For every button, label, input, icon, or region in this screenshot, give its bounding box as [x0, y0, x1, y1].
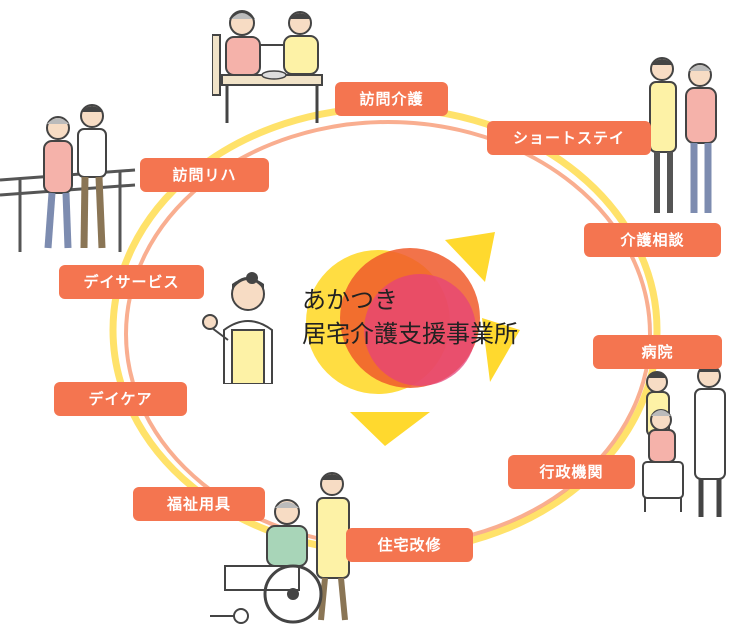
office-name-line1: あかつき [302, 286, 398, 314]
logo-circle-pink [364, 274, 476, 386]
service-label: 訪問介護 [359, 90, 424, 108]
service-pill-day-service: デイサービス [59, 265, 204, 299]
rehabilitation-walking-icon [0, 104, 136, 252]
logo-triangle-right [482, 318, 520, 382]
service-pill-short-stay: ショートステイ [487, 121, 651, 155]
short-stay-caregiver-icon [649, 57, 717, 213]
care-manager-icon [202, 272, 273, 384]
service-label: デイサービス [83, 273, 180, 291]
caregiver-feeding-icon [212, 10, 323, 123]
office-name: あかつき 居宅介護支援事業所 [302, 283, 518, 351]
service-pill-hospital: 病院 [593, 335, 722, 369]
service-pill-home-renovation: 住宅改修 [346, 528, 473, 562]
service-pill-welfare-equipment: 福祉用具 [133, 487, 265, 521]
service-pill-care-consultation: 介護相談 [584, 223, 721, 257]
service-pill-home-rehab: 訪問リハ [140, 158, 269, 192]
service-pill-government: 行政機関 [508, 455, 635, 489]
logo-triangle-bottom [350, 412, 430, 446]
logo-triangle-top [445, 232, 495, 282]
service-pill-day-care: デイケア [54, 382, 187, 416]
office-name-line2: 居宅介護支援事業所 [302, 320, 518, 348]
service-label: 住宅改修 [377, 536, 442, 554]
service-label: ショートステイ [512, 129, 625, 147]
service-label: 福祉用具 [166, 495, 231, 513]
service-label: デイケア [88, 390, 153, 408]
service-label: 介護相談 [620, 231, 685, 249]
wheelchair-caregiver-icon [210, 472, 350, 624]
service-pill-home-care: 訪問介護 [335, 82, 448, 116]
service-label: 病院 [641, 343, 674, 361]
service-label: 訪問リハ [172, 166, 237, 184]
doctor-wheelchair-icon [642, 364, 726, 517]
service-label: 行政機関 [539, 463, 604, 481]
